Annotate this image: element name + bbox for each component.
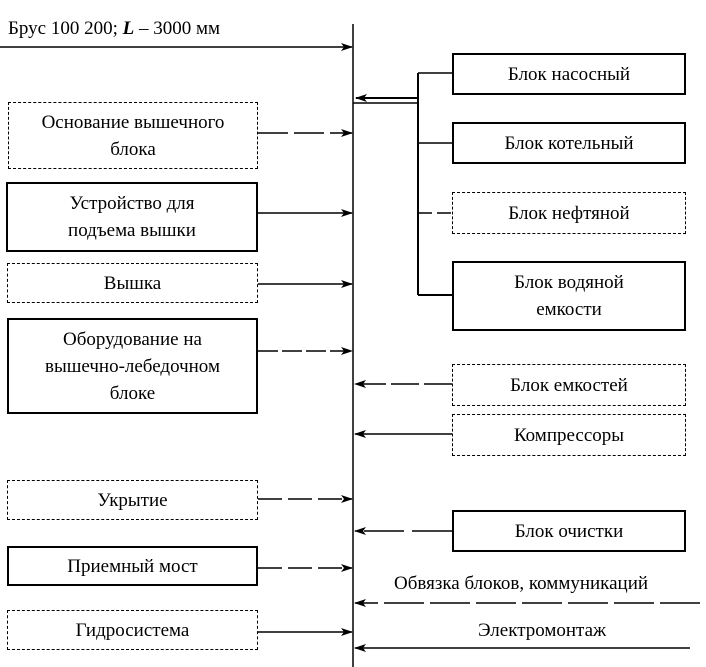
block-label: Вышка [103, 272, 162, 294]
block-oborudovanie[interactable]: Оборудование на вышечно-лебедочном блоке [7, 318, 258, 414]
block-gidrosistema[interactable]: Гидросистема [7, 610, 258, 650]
block-label: Оборудование на вышечно-лебедочном блоке [45, 328, 220, 404]
label-elektromontazh: Электромонтаж [478, 620, 607, 641]
block-label: Блок котельный [504, 132, 634, 154]
block-label: Гидросистема [75, 619, 190, 641]
block-label: Блок емкостей [510, 374, 628, 396]
block-neftyanoy[interactable]: Блок нефтяной [452, 192, 686, 234]
block-label: Укрытие [97, 489, 168, 511]
block-priemny-most[interactable]: Приемный мост [7, 546, 258, 586]
block-nasosny[interactable]: Блок насосный [452, 53, 686, 95]
block-vyshka[interactable]: Вышка [7, 263, 258, 303]
block-label: Блок насосный [507, 63, 631, 85]
block-label: Приемный мост [67, 555, 198, 577]
top-input-length-symbol: L [122, 18, 135, 39]
block-kotelny[interactable]: Блок котельный [452, 122, 686, 164]
block-kompressory[interactable]: Компрессоры [452, 414, 686, 456]
block-ukrytie[interactable]: Укрытие [7, 480, 258, 520]
top-input-label: Брус 100 200; L – 3000 мм [8, 18, 220, 40]
block-ochistki[interactable]: Блок очистки [452, 510, 686, 552]
block-label: Блок нефтяной [508, 202, 630, 224]
top-input-prefix: Брус 100 200; [8, 18, 123, 39]
block-label: Устройство для подъема вышки [68, 193, 196, 241]
block-label: Блок очистки [514, 520, 624, 542]
label-obvyazka: Обвязка блоков, коммуникаций [394, 573, 649, 594]
top-input-suffix: – 3000 мм [134, 18, 221, 39]
block-ustroystvo[interactable]: Устройство для подъема вышки [6, 182, 258, 252]
block-label: Компрессоры [513, 424, 625, 446]
block-label: Основание вышечного блока [41, 111, 225, 160]
block-osnovanie[interactable]: Основание вышечного блока [8, 102, 258, 169]
block-emkostey[interactable]: Блок емкостей [452, 364, 686, 406]
block-vodyanoy[interactable]: Блок водяной емкости [452, 261, 686, 331]
block-label: Блок водяной емкости [514, 272, 624, 320]
